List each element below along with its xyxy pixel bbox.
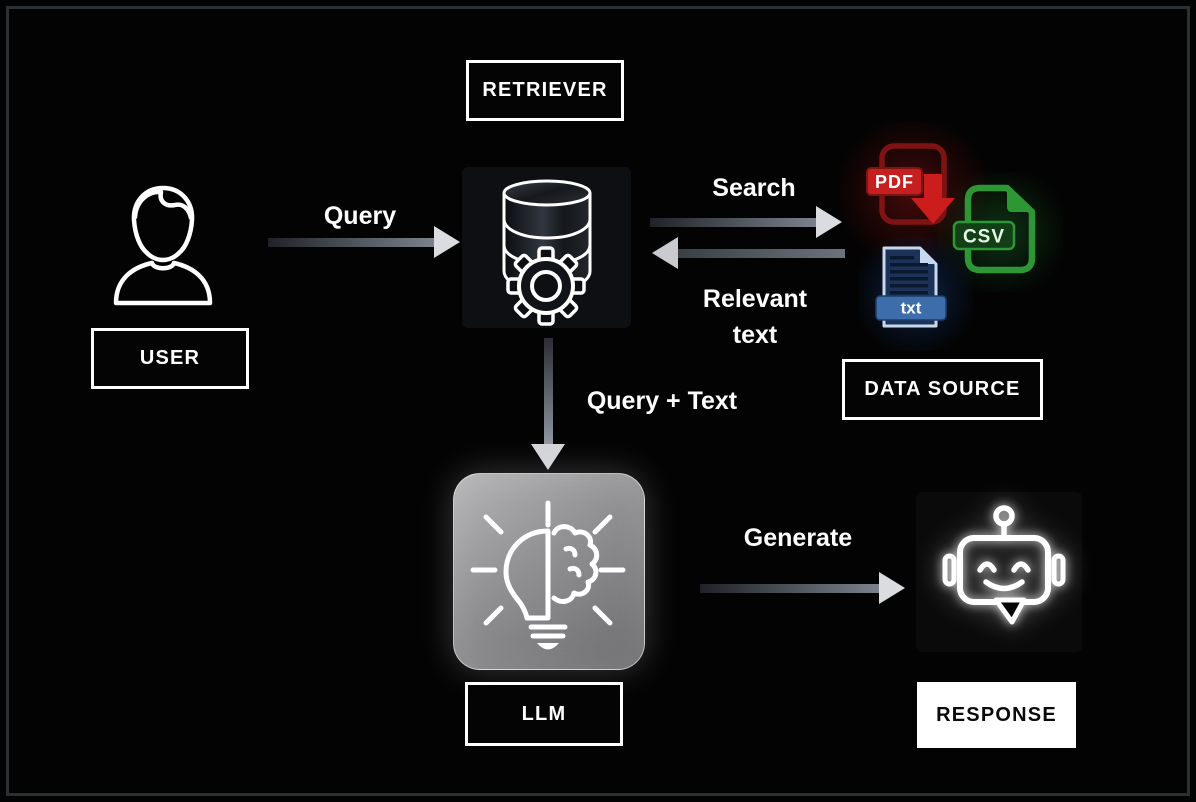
query-plus-text-arrow — [531, 338, 565, 470]
relevant-text-arrow-shaft — [678, 248, 845, 258]
generate-arrow-shaft — [700, 583, 879, 593]
search-edge-label: Search — [712, 174, 796, 202]
pdf-label: PDF — [875, 172, 914, 192]
data-source-label-box: DATA SOURCE — [842, 359, 1043, 420]
query-arrowhead-icon — [434, 226, 460, 258]
retriever-label-box: RETRIEVER — [466, 60, 624, 121]
response-label-box: RESPONSE — [917, 682, 1076, 748]
llm-lightbulb-brain-icon — [470, 500, 626, 650]
txt-label: txt — [901, 299, 922, 318]
relevant-text-arrowhead-icon — [652, 237, 678, 269]
llm-label-box: LLM — [465, 682, 623, 746]
response-label: RESPONSE — [936, 703, 1057, 726]
data-source-label: DATA SOURCE — [864, 378, 1021, 400]
generate-arrowhead-icon — [879, 572, 905, 604]
search-arrow-shaft — [650, 217, 816, 227]
query-arrow — [268, 226, 460, 258]
query-plus-text-edge-label: Query + Text — [586, 387, 738, 415]
database-gear-icon — [502, 179, 592, 326]
query-edge-label: Query — [323, 202, 397, 230]
query-plus-text-arrowhead-icon — [531, 444, 565, 470]
search-arrow — [650, 206, 842, 238]
generate-edge-label: Generate — [743, 524, 853, 552]
retriever-label: RETRIEVER — [482, 79, 608, 101]
search-arrowhead-icon — [816, 206, 842, 238]
gear-icon — [506, 246, 586, 326]
txt-file-icon: txt — [875, 246, 947, 328]
relevant-text-arrow — [652, 237, 845, 269]
relevant-text-line1: Relevant — [702, 285, 808, 313]
user-icon — [113, 185, 213, 306]
user-label-box: USER — [91, 328, 249, 389]
relevant-text-line2: text — [732, 321, 778, 350]
query-plus-text-arrow-shaft — [543, 338, 553, 444]
csv-file-icon: CSV — [952, 184, 1036, 274]
robot-icon — [942, 505, 1066, 625]
query-arrow-shaft — [268, 237, 434, 247]
pdf-file-icon: PDF — [866, 143, 955, 225]
relevant-text-edge-label: Relevant text — [680, 281, 830, 354]
llm-label: LLM — [521, 702, 567, 725]
csv-label: CSV — [963, 227, 1005, 248]
user-label: USER — [139, 347, 201, 369]
generate-arrow — [700, 572, 905, 604]
